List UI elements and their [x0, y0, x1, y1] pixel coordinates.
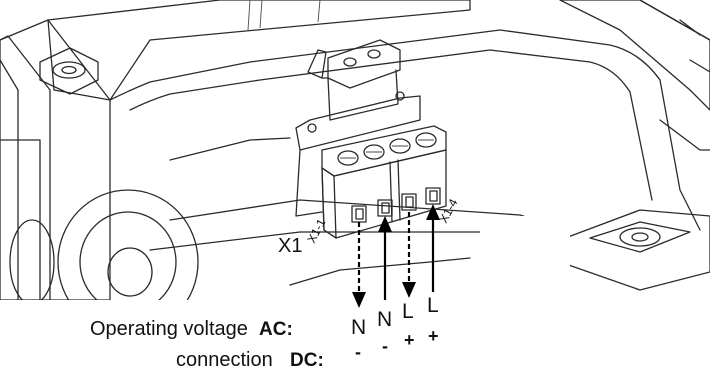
connector-plug	[295, 39, 421, 217]
caption-connection: connection	[176, 349, 273, 371]
terminal-ac-4: L	[427, 294, 439, 317]
terminal-ac-2: N	[377, 308, 392, 331]
wire-arrows	[352, 204, 440, 308]
housing-right-wall	[559, 0, 710, 151]
terminal-dc-1: -	[355, 342, 361, 362]
x1-label: X1	[278, 235, 302, 257]
caption-operating-voltage: Operating voltage	[90, 318, 248, 340]
terminal-block	[321, 125, 447, 239]
arrowhead-l-in	[426, 204, 440, 220]
arrowhead-l-out	[402, 282, 416, 298]
blank-area-bottom	[0, 300, 470, 378]
housing-left-wall	[0, 19, 111, 301]
caption-dc: DC:	[290, 350, 324, 371]
terminal-dc-4: +	[428, 326, 439, 346]
terminal-ac-3: L	[402, 300, 414, 323]
terminal-dc-2: -	[382, 336, 388, 356]
terminal-ac-1: N	[351, 316, 366, 339]
arrowhead-n-out	[352, 292, 366, 308]
blank-area-right	[480, 216, 570, 276]
terminal-dc-3: +	[404, 330, 415, 350]
caption-ac: AC:	[259, 319, 293, 340]
housing-rim	[47, 0, 701, 231]
mounting-boss-bottom-right	[559, 209, 710, 291]
mounting-boss-top-left	[39, 47, 99, 95]
arrowhead-n-in	[378, 216, 392, 232]
